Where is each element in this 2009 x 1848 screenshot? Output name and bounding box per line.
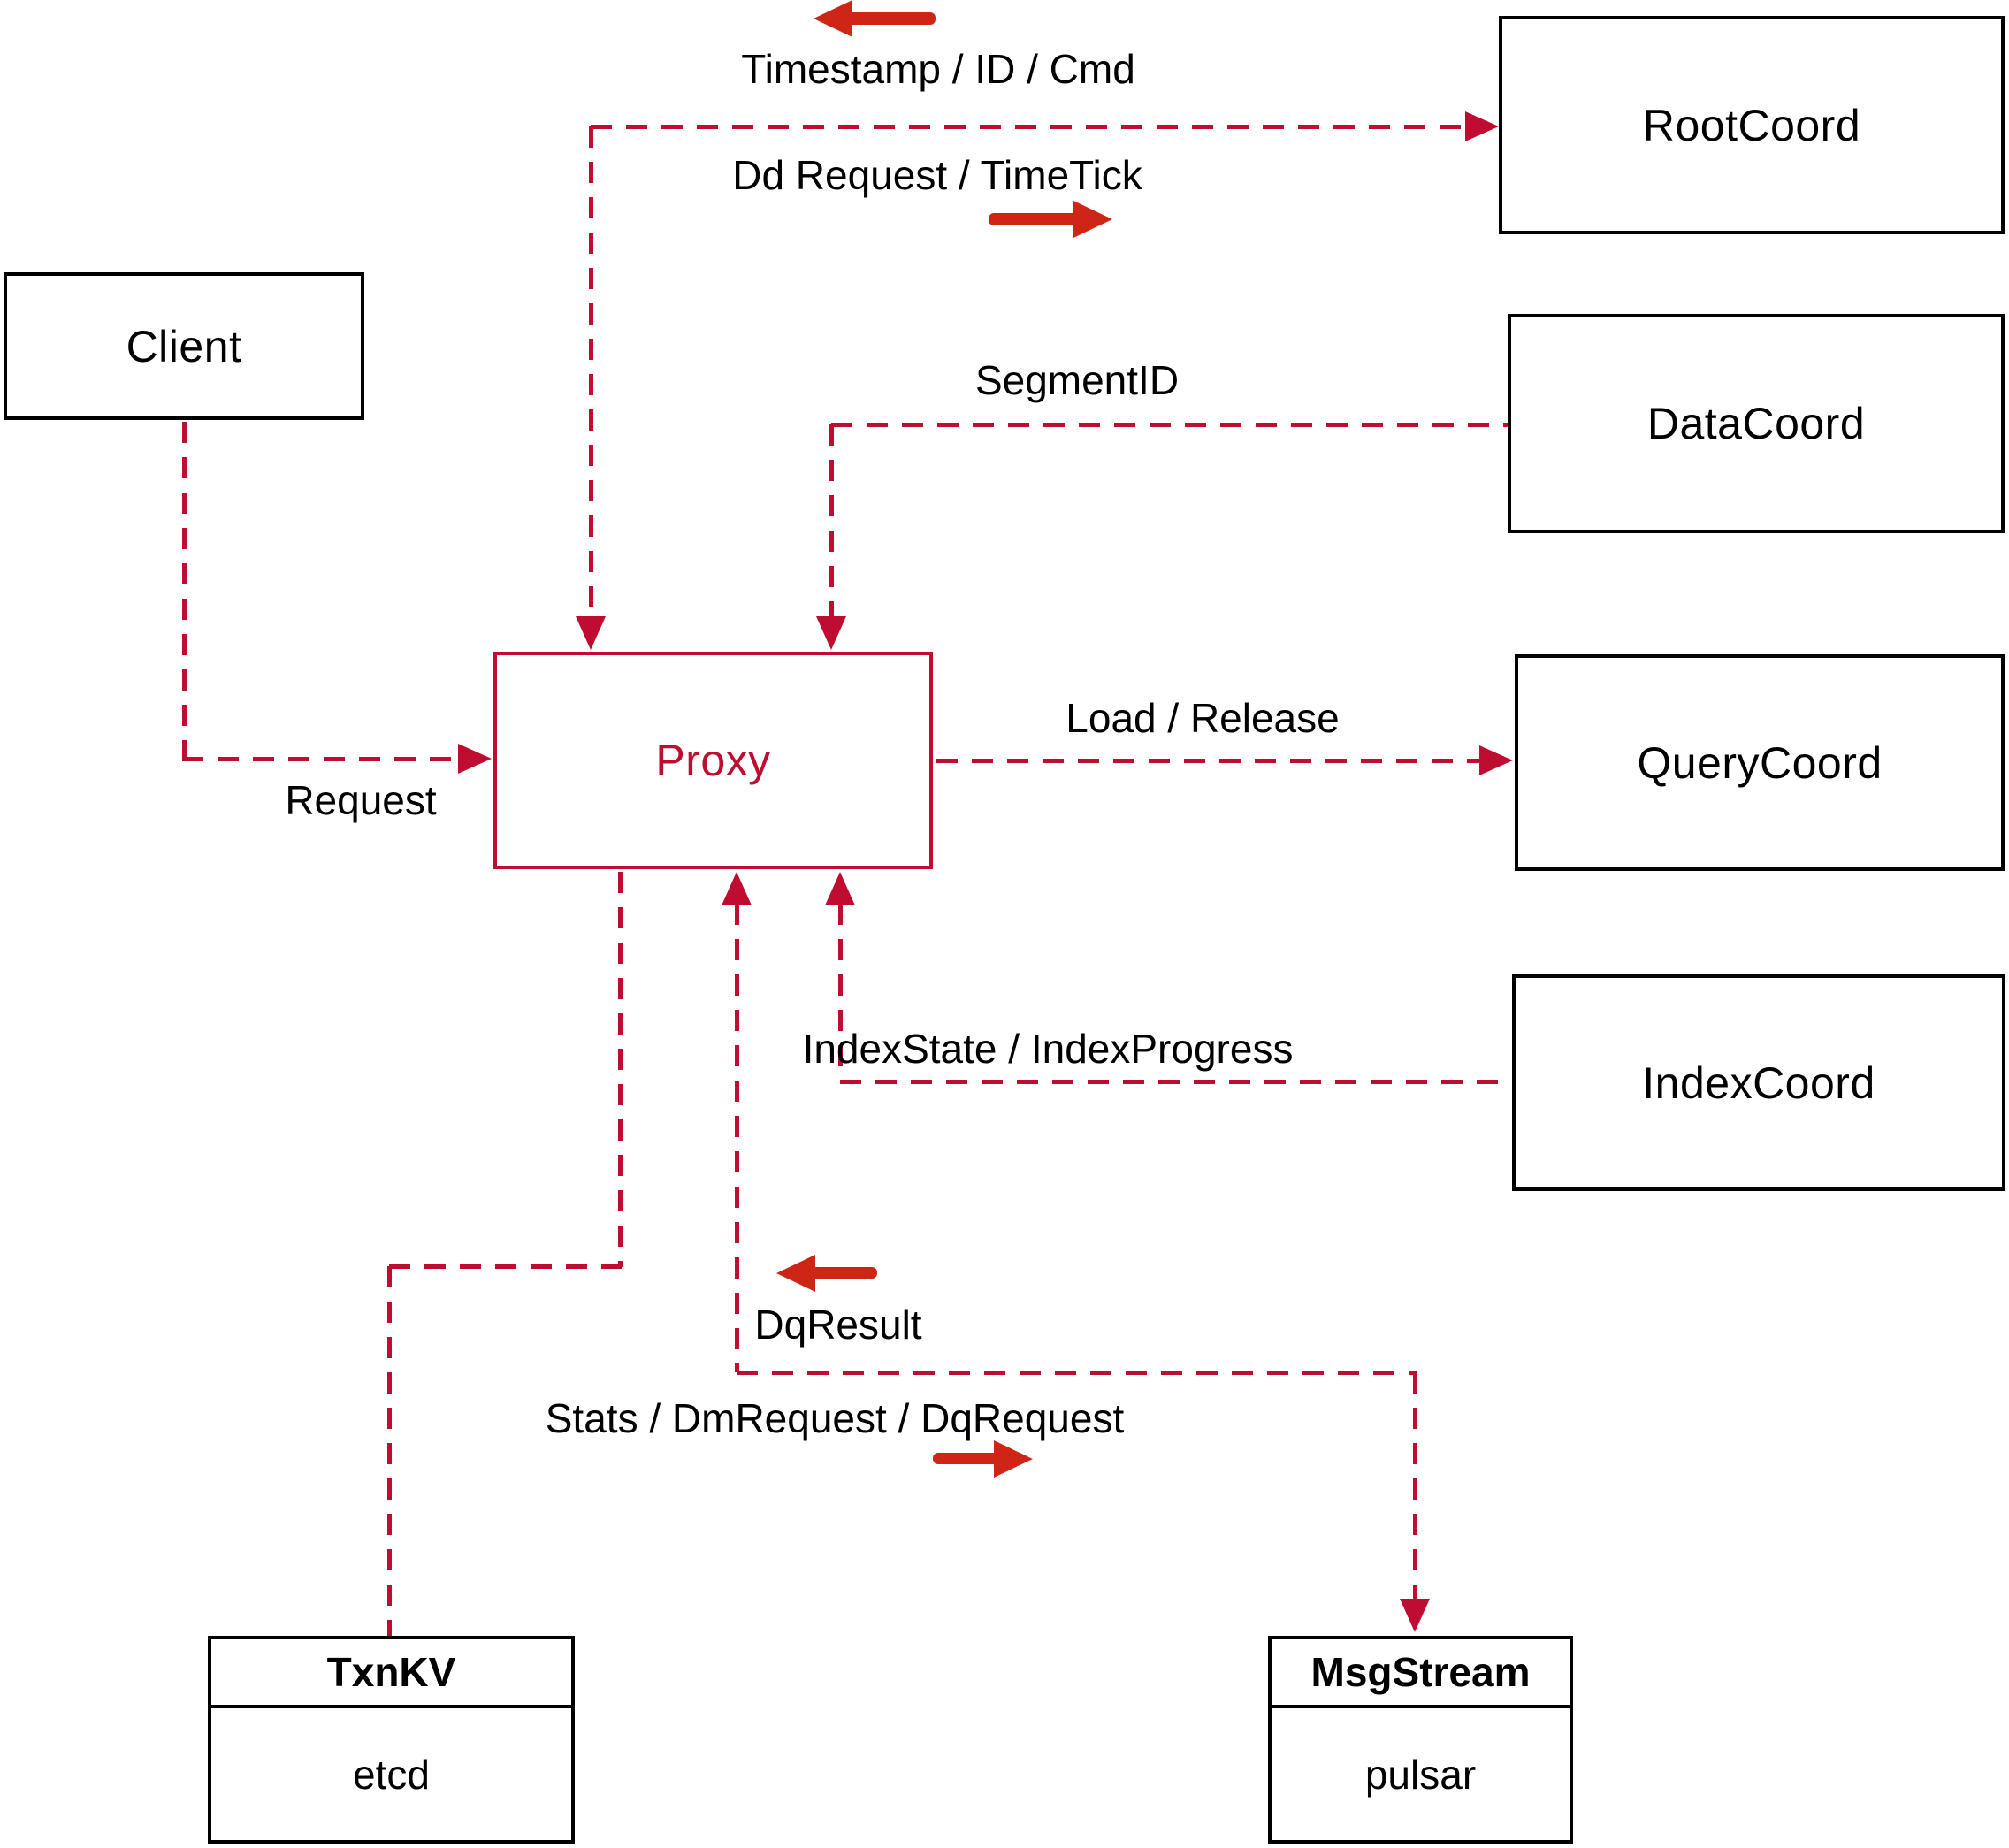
ddrequest-direction-arrow-bar: [989, 213, 1079, 225]
node-indexcoord-label: IndexCoord: [1642, 1058, 1875, 1108]
edge-proxy-msgstream-v1: [735, 904, 739, 1372]
edge-indexcoord-proxy-v: [838, 904, 843, 1081]
edge-indexcoord-proxy-h: [840, 1080, 1512, 1084]
node-msgstream-title: MsgStream: [1272, 1639, 1570, 1708]
edge-datacoord-proxy-v: [829, 424, 834, 620]
node-msgstream-impl: pulsar: [1364, 1751, 1477, 1798]
arrowhead-into-rootcoord: [1465, 111, 1499, 141]
node-rootcoord-label: RootCoord: [1642, 100, 1861, 150]
node-querycoord-label: QueryCoord: [1637, 737, 1883, 788]
node-querycoord: QueryCoord: [1515, 654, 2005, 871]
node-txnkv-impl: etcd: [353, 1751, 430, 1798]
edge-label-dd-request-timetick: Dd Request / TimeTick: [732, 152, 1142, 198]
edge-label-load-release: Load / Release: [1066, 695, 1340, 741]
arrowhead-request-into-proxy: [458, 744, 492, 774]
timestamp-direction-arrow-icon: [814, 0, 852, 37]
timestamp-direction-arrow-bar: [847, 12, 936, 25]
dqresult-direction-arrow-bar: [809, 1267, 877, 1279]
edge-proxy-msgstream-h: [737, 1371, 1417, 1375]
stats-direction-arrow-bar: [933, 1453, 999, 1464]
node-txnkv: TxnKV etcd: [208, 1636, 575, 1844]
node-indexcoord: IndexCoord: [1512, 974, 2005, 1191]
arrowhead-segmentid-into-proxy: [816, 616, 846, 650]
edge-proxy-rootcoord-h: [591, 125, 1470, 129]
node-client-label: Client: [126, 321, 242, 371]
dqresult-direction-arrow-icon: [776, 1255, 815, 1292]
node-client: Client: [4, 272, 364, 420]
node-proxy-label: Proxy: [655, 736, 771, 785]
arrowhead-into-querycoord: [1479, 745, 1513, 775]
edge-label-stats-dm-dq-request: Stats / DmRequest / DqRequest: [545, 1395, 1125, 1441]
edge-client-proxy-h: [182, 757, 460, 761]
edge-label-segment-id: SegmentID: [974, 357, 1180, 403]
edge-label-index-state-progress: IndexState / IndexProgress: [802, 1026, 1294, 1072]
edge-proxy-querycoord-h: [936, 759, 1483, 763]
arrowhead-msgstream-into-proxy: [722, 872, 752, 905]
arrowhead-indexcoord-into-proxy: [825, 872, 855, 905]
edge-client-proxy-v: [182, 422, 187, 759]
arrowhead-rootcoord-into-proxy: [576, 616, 606, 650]
edge-proxy-msgstream-v2: [1413, 1372, 1417, 1600]
edge-proxy-rootcoord-v: [589, 126, 593, 620]
node-txnkv-title: TxnKV: [211, 1639, 571, 1708]
edge-label-dq-result: DqResult: [754, 1302, 922, 1348]
node-datacoord: DataCoord: [1508, 314, 2005, 533]
edge-proxy-txnkv-v1: [618, 872, 623, 1267]
node-datacoord-label: DataCoord: [1646, 399, 1866, 448]
stats-direction-arrow-icon: [994, 1440, 1033, 1478]
edge-proxy-txnkv-v2: [387, 1266, 392, 1636]
edge-label-timestamp-id-cmd: Timestamp / ID / Cmd: [741, 46, 1135, 92]
arrowhead-into-msgstream: [1400, 1599, 1430, 1632]
edge-label-request: Request: [285, 777, 437, 823]
edge-datacoord-proxy-h: [831, 423, 1508, 427]
ddrequest-direction-arrow-icon: [1073, 201, 1112, 238]
node-msgstream: MsgStream pulsar: [1268, 1636, 1573, 1844]
edge-proxy-txnkv-h: [389, 1264, 622, 1269]
node-proxy: Proxy: [493, 652, 933, 869]
node-rootcoord: RootCoord: [1499, 16, 2005, 234]
